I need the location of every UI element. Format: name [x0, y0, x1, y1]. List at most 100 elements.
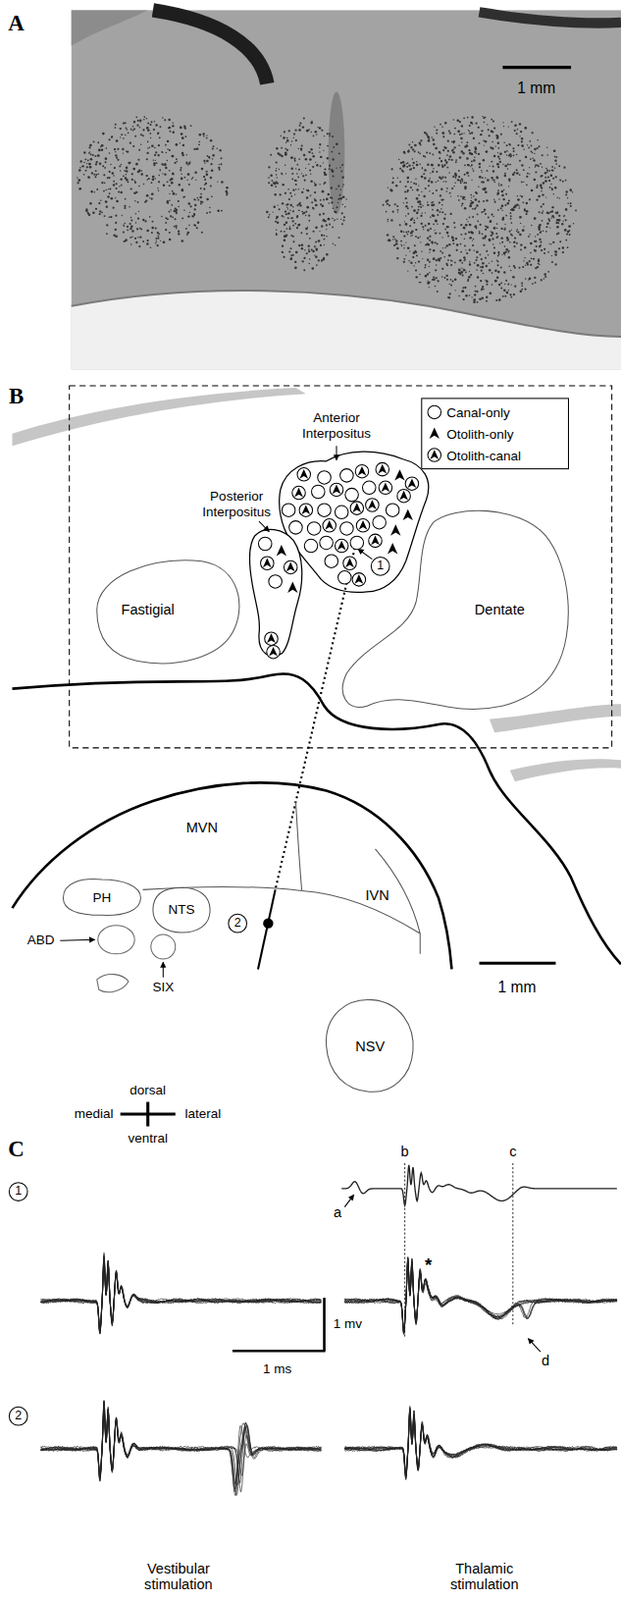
stained-cell [136, 227, 139, 230]
stained-cell [294, 266, 298, 270]
stained-cell [532, 258, 535, 260]
stained-cell [543, 252, 546, 255]
stained-cell [188, 183, 191, 186]
stained-cell [555, 155, 558, 158]
stained-cell [466, 116, 469, 119]
stained-cell [523, 207, 526, 210]
stained-cell [333, 210, 335, 212]
stained-cell [464, 207, 467, 210]
stained-cell [283, 238, 287, 242]
stained-cell [308, 214, 311, 217]
stained-cell [326, 156, 329, 159]
stained-cell [197, 199, 200, 202]
stained-cell [188, 161, 191, 164]
stained-cell [432, 249, 436, 253]
stained-cell [195, 179, 197, 181]
stained-cell [482, 140, 485, 143]
stained-cell [407, 233, 410, 236]
stained-cell [297, 223, 300, 226]
stained-cell [303, 188, 305, 190]
stained-cell [129, 227, 132, 230]
stained-cell [132, 129, 135, 132]
stained-cell [436, 243, 439, 246]
stained-cell [392, 210, 395, 213]
stained-cell [164, 221, 167, 224]
stained-cell [536, 233, 539, 236]
stained-cell [317, 239, 321, 243]
stained-cell [426, 279, 428, 281]
micrograph [71, 9, 621, 369]
stained-cell [459, 155, 462, 158]
stained-cell [112, 183, 115, 186]
stained-cell [154, 154, 156, 156]
stained-cell [480, 129, 483, 132]
stained-cell [169, 178, 172, 181]
stained-cell [293, 240, 296, 243]
stained-cell [540, 249, 543, 252]
stained-cell [432, 205, 435, 207]
stained-cell [569, 202, 572, 205]
stained-cell [478, 231, 481, 234]
stained-cell [456, 243, 459, 246]
stained-cell [135, 162, 139, 166]
stained-cell [189, 211, 191, 213]
stained-cell [156, 244, 159, 247]
stained-cell [497, 162, 500, 165]
stained-cell [115, 139, 119, 143]
stained-cell [475, 256, 478, 259]
stained-cell [336, 217, 338, 219]
stained-cell [337, 184, 340, 187]
stained-cell [449, 155, 453, 158]
stained-cell [85, 169, 88, 172]
stained-cell [431, 163, 434, 166]
nucleus-outline [97, 974, 129, 992]
stained-cell [464, 286, 466, 289]
stained-cell [93, 173, 96, 176]
stained-cell [300, 231, 303, 234]
stained-cell [168, 199, 171, 202]
stained-cell [502, 198, 505, 201]
stained-cell [415, 160, 417, 162]
compass-axis [146, 1101, 150, 1127]
stained-cell [430, 240, 434, 244]
stained-cell [89, 202, 93, 206]
stained-cell [115, 156, 118, 159]
stained-cell [270, 179, 273, 182]
stained-cell [127, 180, 130, 183]
stained-cell [319, 164, 322, 167]
stained-cell [185, 161, 188, 164]
stained-cell [477, 185, 479, 187]
stained-cell [311, 250, 314, 253]
stained-cell [87, 158, 90, 161]
stained-cell [103, 190, 105, 193]
stained-cell [508, 200, 511, 203]
stained-cell [200, 187, 203, 190]
stained-cell [542, 203, 545, 206]
stained-cell [120, 184, 122, 186]
stained-cell [465, 249, 466, 251]
stained-cell [179, 126, 183, 130]
stained-cell [119, 169, 121, 171]
stained-cell [331, 169, 335, 173]
stained-cell [152, 178, 156, 182]
stained-cell [331, 135, 334, 138]
stained-cell [133, 192, 136, 195]
stained-cell [281, 251, 284, 254]
stained-cell [392, 177, 395, 180]
stained-cell [434, 268, 437, 271]
stained-cell [427, 179, 430, 182]
stained-cell [332, 207, 335, 210]
stained-cell [158, 136, 161, 139]
stained-cell [476, 212, 479, 215]
stained-cell [157, 174, 160, 177]
stained-cell [477, 126, 480, 129]
stained-cell [177, 230, 180, 233]
stained-cell [511, 228, 513, 230]
stained-cell [448, 130, 451, 133]
stained-cell [274, 181, 277, 184]
stained-cell [524, 264, 526, 266]
stained-cell [275, 167, 277, 169]
stained-cell [416, 216, 418, 218]
stained-cell [280, 155, 283, 157]
stained-cell [465, 156, 469, 160]
